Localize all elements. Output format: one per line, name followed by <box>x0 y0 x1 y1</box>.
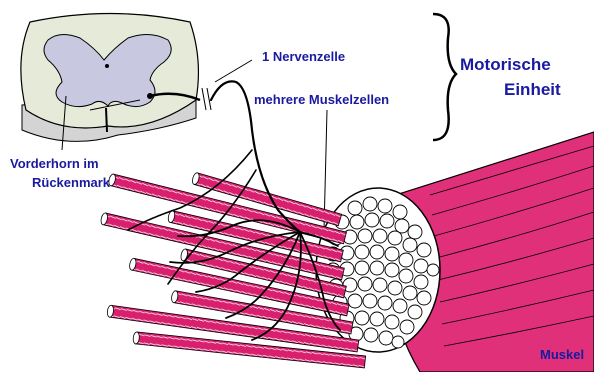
label-einheit: Einheit <box>504 81 561 99</box>
label-vorderhorn-line1: Vorderhorn im <box>10 157 99 171</box>
pointer-nervenzelle <box>215 60 252 82</box>
nerve-cut-marks <box>202 88 211 110</box>
label-nervenzelle: 1 Nervenzelle <box>262 50 345 64</box>
anterior-fissure <box>106 108 107 132</box>
label-motorische: Motorische <box>460 56 551 74</box>
label-muskel: Muskel <box>540 348 584 362</box>
spinal-cord-cross-section <box>21 14 211 142</box>
central-canal <box>105 64 109 68</box>
label-vorderhorn-line2: Rückenmark <box>32 176 110 190</box>
label-muskelzellen: mehrere Muskelzellen <box>254 93 389 107</box>
grouping-brace-icon <box>433 14 456 140</box>
muscle-fibers <box>100 172 366 368</box>
